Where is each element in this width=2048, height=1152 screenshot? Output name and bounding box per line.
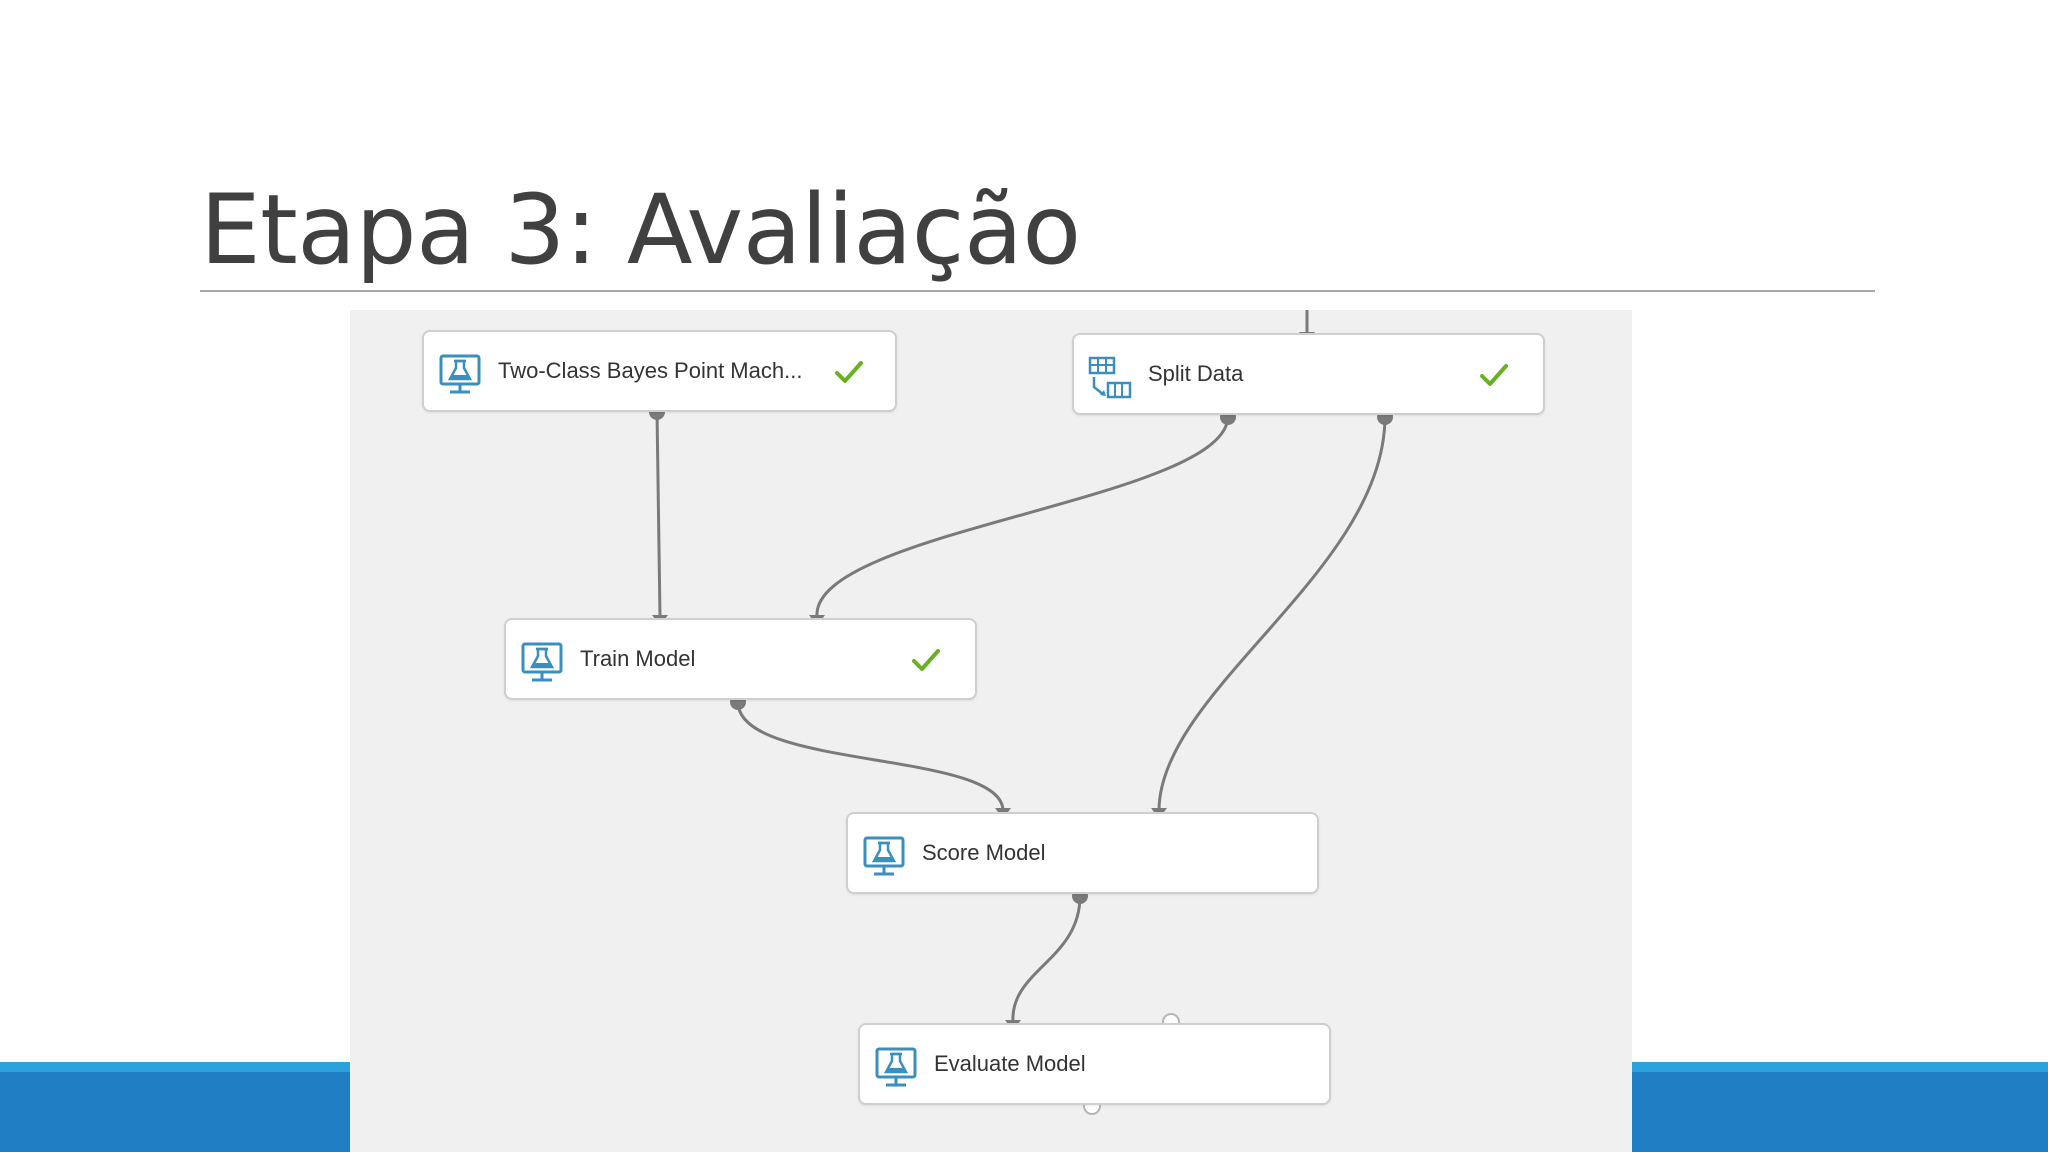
checkmark-icon (1480, 364, 1508, 386)
module-split-data[interactable]: Split Data (1072, 333, 1545, 415)
flask-monitor-icon (875, 1047, 917, 1087)
checkmark-icon (835, 361, 863, 383)
module-label: Score Model (922, 840, 1046, 865)
checkmark-icon (912, 649, 940, 671)
connector-split-to-score (1157, 415, 1387, 811)
connector-split-to-train (815, 415, 1230, 618)
flask-monitor-icon (863, 836, 905, 876)
module-evaluate-model[interactable]: Evaluate Model (858, 1023, 1331, 1105)
module-label: Evaluate Model (934, 1051, 1086, 1076)
split-data-icon (1088, 356, 1132, 399)
slide-title: Etapa 3: Avaliação (200, 174, 1081, 286)
module-label: Split Data (1148, 361, 1244, 386)
experiment-canvas[interactable]: Two-Class Bayes Point Mach... Split Data (350, 310, 1632, 1152)
title-divider (200, 290, 1875, 292)
connector-bayes-to-train (655, 410, 662, 618)
connector-train-to-score (736, 701, 1005, 811)
flask-monitor-icon (521, 642, 563, 682)
module-label: Train Model (580, 646, 696, 671)
module-two-class-bayes-point-machine[interactable]: Two-Class Bayes Point Mach... (422, 330, 897, 412)
flask-monitor-icon (439, 354, 481, 394)
module-score-model[interactable]: Score Model (846, 812, 1319, 894)
module-label: Two-Class Bayes Point Mach... (498, 358, 803, 383)
connector-score-to-evaluate (1011, 895, 1082, 1023)
module-train-model[interactable]: Train Model (504, 618, 977, 700)
